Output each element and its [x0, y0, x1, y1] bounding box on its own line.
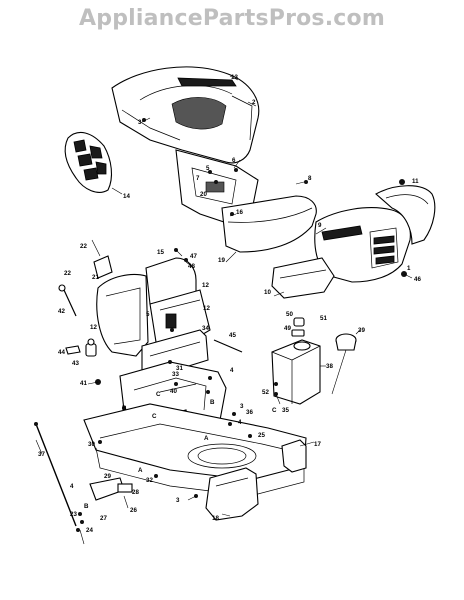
callout-a2: A: [138, 467, 143, 474]
fuel-valve-part[interactable]: [291, 317, 305, 337]
choke-knob-part[interactable]: [58, 284, 77, 317]
callout-47: 47: [190, 253, 197, 260]
hardware-fasteners: [76, 118, 407, 532]
callout-22: 22: [80, 243, 87, 250]
callout-27: 27: [100, 515, 107, 522]
callout-13: 13: [231, 74, 238, 81]
callout-16: 16: [236, 209, 243, 216]
rod-part[interactable]: [213, 339, 243, 353]
callout-35: 35: [282, 407, 289, 414]
leader-lines: [35, 75, 413, 545]
callout-17: 17: [314, 441, 321, 448]
fuel-tank-part[interactable]: [271, 339, 321, 405]
callout-10: 10: [264, 289, 271, 296]
steering-link-bracket-part[interactable]: [89, 477, 133, 501]
callout-38: 38: [326, 363, 333, 370]
callout-4c: 4: [70, 483, 74, 490]
callout-37: 37: [38, 451, 45, 458]
callout-12a: 12: [202, 282, 209, 289]
callout-3: 3: [138, 119, 142, 126]
callout-labels: 13 2 3 14 6 5 7 20 8 11 16 19 9 1 46 10 …: [38, 74, 421, 534]
callout-44: 44: [58, 349, 65, 356]
callout-12b: 12: [90, 324, 97, 331]
ignition-switch-part[interactable]: [85, 338, 97, 357]
callout-2: 2: [252, 99, 256, 106]
hood-part[interactable]: [111, 66, 260, 164]
throttle-bracket-part[interactable]: [91, 239, 113, 279]
callout-c2: C: [152, 413, 157, 420]
callout-15: 15: [157, 249, 164, 256]
callout-42: 42: [58, 308, 65, 315]
callout-34: 34: [202, 325, 209, 332]
callout-39: 39: [358, 327, 365, 334]
callout-5b: 5: [146, 311, 150, 318]
side-panel-left-part[interactable]: [96, 273, 149, 357]
hood-lower-panel-part[interactable]: [221, 195, 317, 253]
callout-a1: A: [204, 435, 209, 442]
callout-b2: B: [122, 405, 127, 412]
callout-3b: 3: [240, 403, 244, 410]
callout-b3: B: [84, 503, 89, 510]
callout-8: 8: [308, 175, 312, 182]
front-grille-part[interactable]: [314, 207, 411, 283]
watermark-text: AppliancePartsPros.com: [79, 6, 385, 31]
callout-3c: 3: [176, 497, 180, 504]
callout-c3: C: [272, 407, 277, 414]
callout-50: 50: [286, 311, 293, 318]
key-part[interactable]: [65, 345, 81, 355]
callout-18: 18: [212, 515, 219, 522]
callout-30: 30: [88, 441, 95, 448]
callout-12c: 12: [203, 305, 210, 312]
callout-29: 29: [104, 473, 111, 480]
callout-20: 20: [200, 191, 207, 198]
callout-21: 21: [92, 274, 99, 281]
drag-link-part[interactable]: [34, 422, 77, 527]
callout-5: 5: [206, 165, 210, 172]
callout-52: 52: [262, 389, 269, 396]
left-grille-part[interactable]: [64, 131, 113, 193]
callout-b1: B: [210, 399, 215, 406]
callout-33: 33: [172, 371, 179, 378]
callout-6: 6: [232, 157, 236, 164]
callout-4: 4: [230, 367, 234, 374]
nose-cap-part[interactable]: [375, 185, 436, 245]
callout-19: 19: [218, 257, 225, 264]
callout-36: 36: [246, 409, 253, 416]
callout-25: 25: [258, 432, 265, 439]
callout-31: 31: [176, 365, 183, 372]
callout-43: 43: [72, 360, 79, 367]
callout-24: 24: [86, 527, 93, 534]
callout-22b: 22: [64, 270, 71, 277]
callout-9: 9: [318, 222, 322, 229]
callout-45: 45: [229, 332, 236, 339]
callout-c1: C: [156, 391, 161, 398]
callout-1: 1: [407, 265, 411, 272]
callout-4b: 4: [238, 419, 242, 426]
callout-46: 46: [414, 276, 421, 283]
callout-32: 32: [146, 477, 153, 484]
callout-7: 7: [196, 175, 200, 182]
fuel-cap-part[interactable]: [331, 333, 357, 395]
callout-48: 48: [188, 263, 195, 270]
lower-nose-panel-part[interactable]: [271, 257, 335, 299]
right-bracket-part[interactable]: [281, 439, 307, 473]
callout-23: 23: [70, 511, 77, 518]
callout-11: 11: [412, 178, 419, 185]
callout-51: 51: [320, 315, 327, 322]
front-axle-bracket-part[interactable]: [205, 467, 259, 521]
callout-14: 14: [123, 193, 130, 200]
callout-26: 26: [130, 507, 137, 514]
callout-41: 41: [80, 380, 87, 387]
callout-40: 40: [170, 388, 177, 395]
callout-28: 28: [132, 489, 139, 496]
callout-49: 49: [284, 325, 291, 332]
